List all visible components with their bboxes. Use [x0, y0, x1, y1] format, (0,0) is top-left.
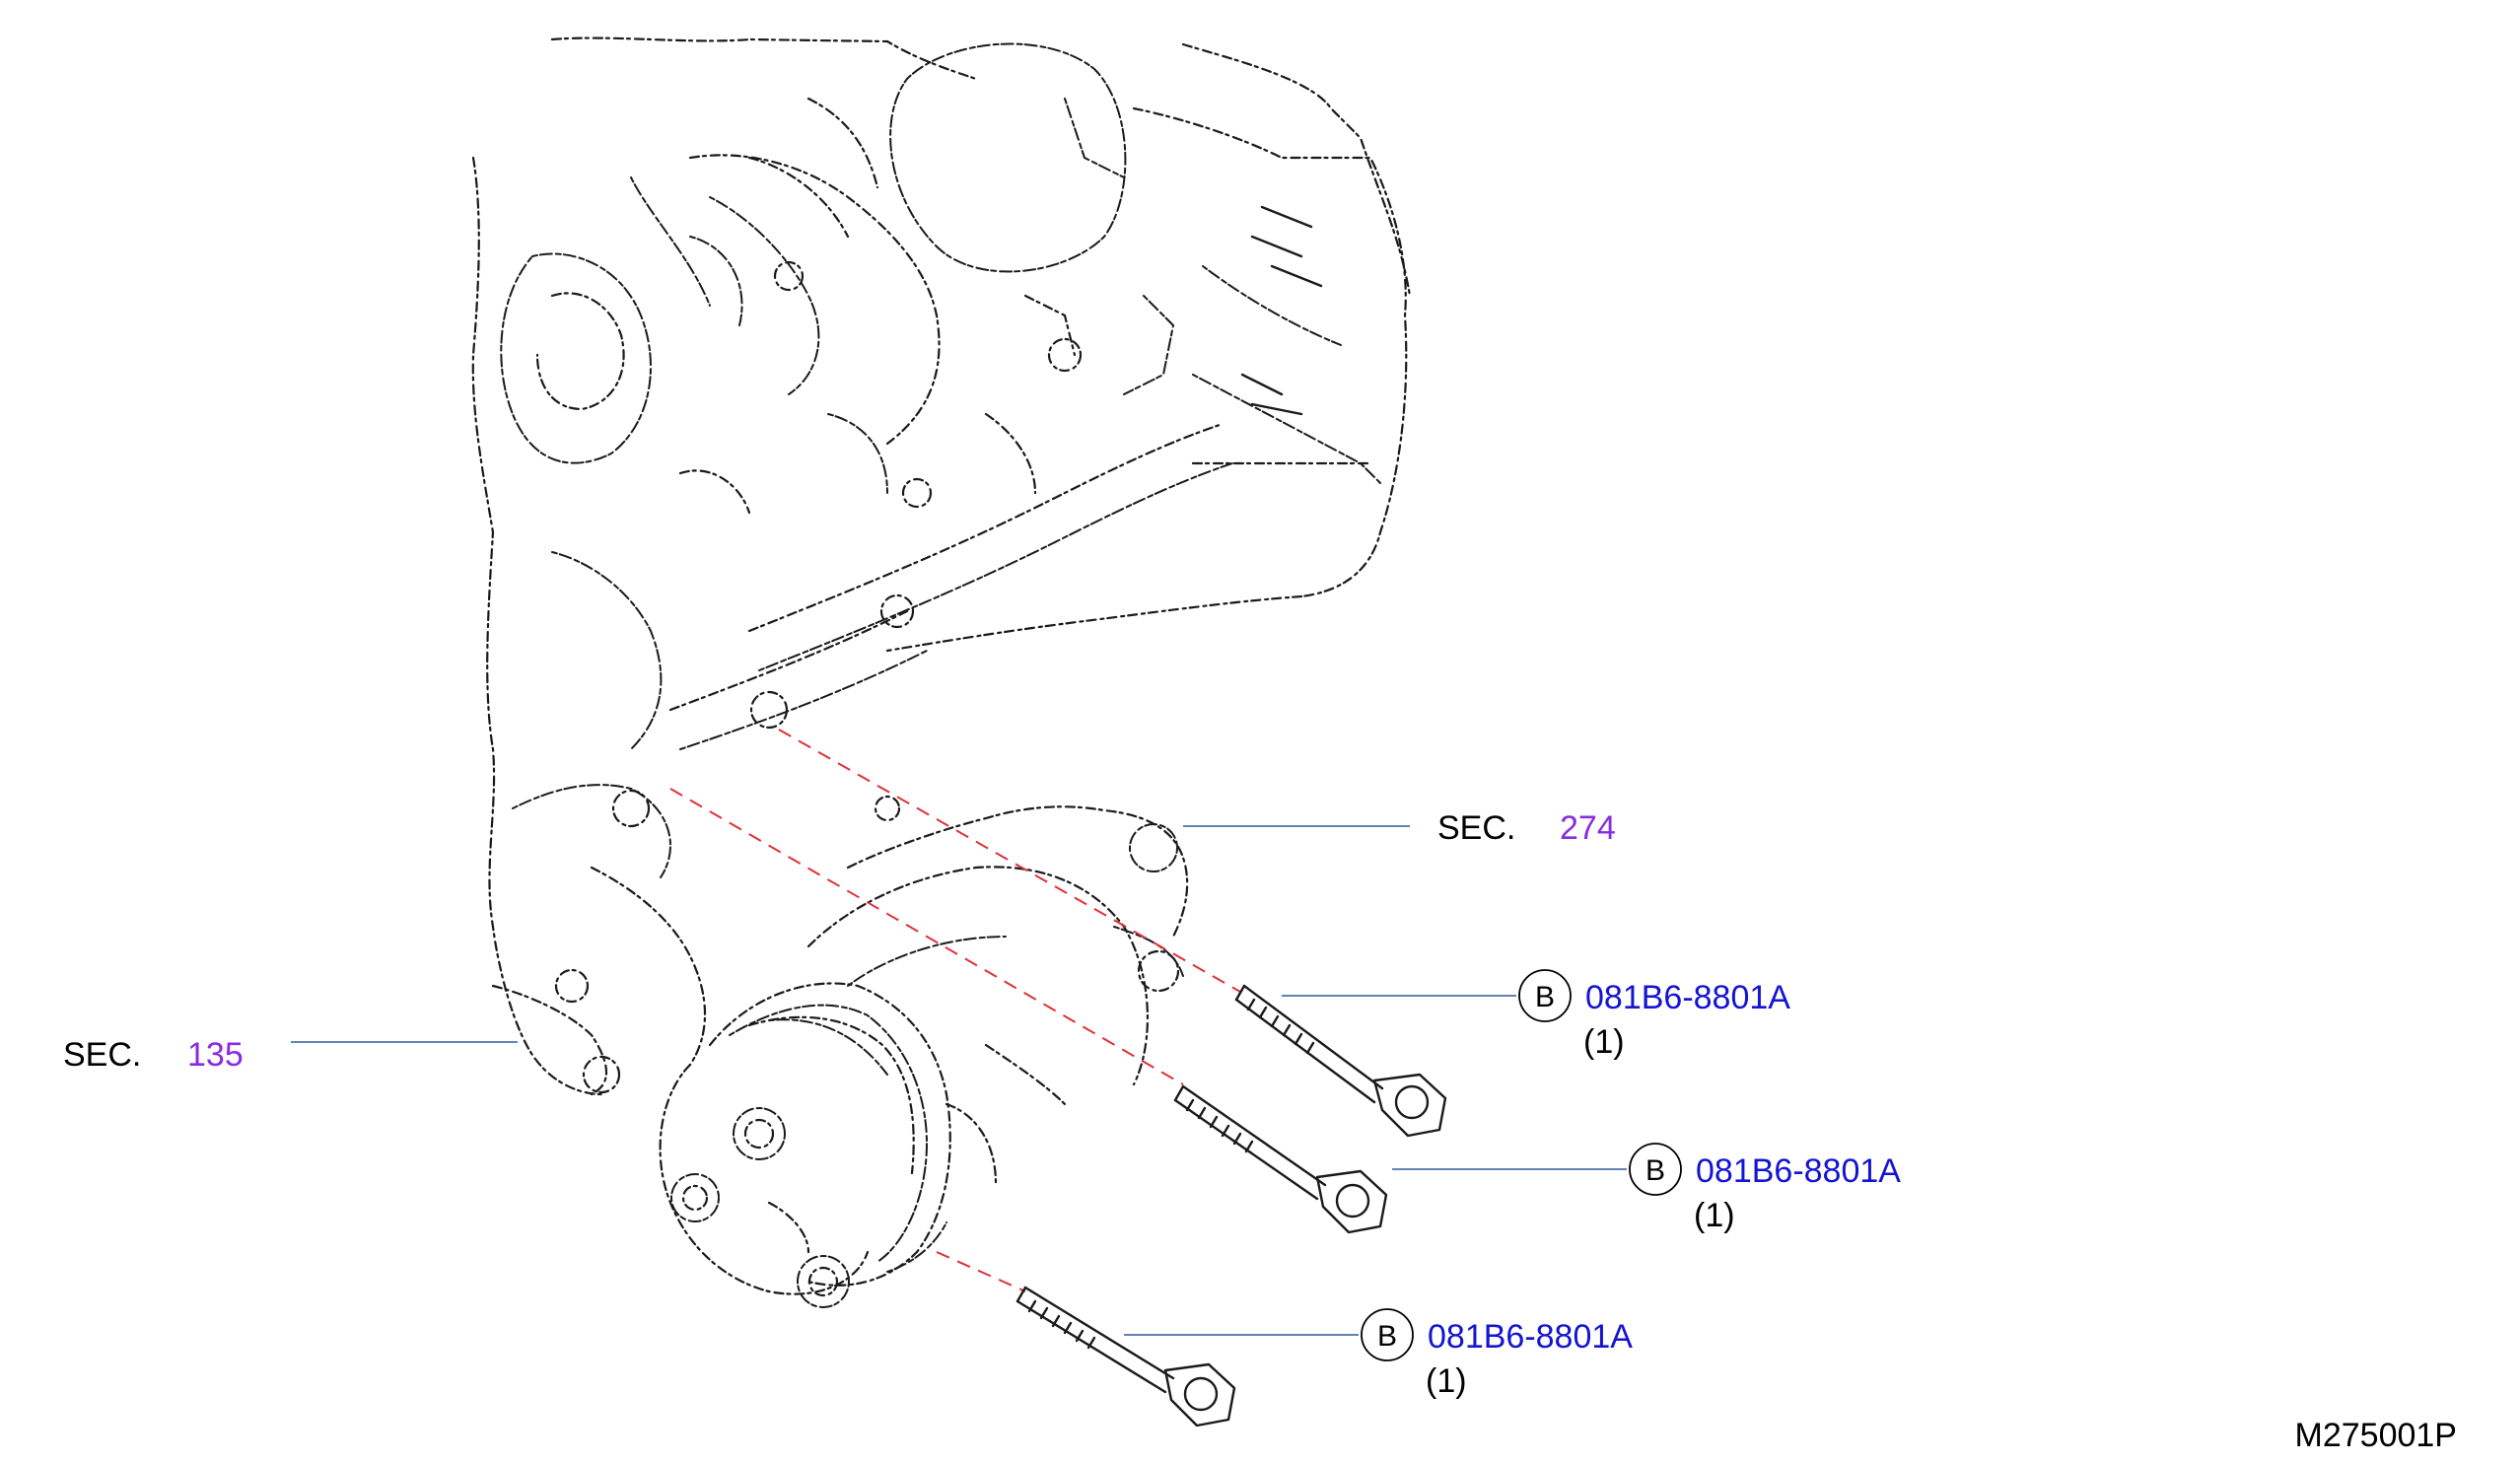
part-quantity: (1) — [1583, 1023, 1625, 1061]
part-quantity: (1) — [1694, 1197, 1735, 1234]
bolt-bottom — [1015, 1286, 1236, 1428]
guide-line-bottom — [936, 1251, 1026, 1292]
part-marker-letter: B — [1645, 1154, 1665, 1187]
sec-ref-prefix: SEC. — [1437, 809, 1515, 847]
part-marker-circle — [1518, 969, 1572, 1022]
part-quantity: (1) — [1426, 1362, 1467, 1400]
sec-ref-number[interactable]: 135 — [187, 1036, 244, 1074]
bolt-guide-lines — [669, 729, 1241, 1292]
leader-lines — [291, 825, 1627, 1336]
part-number-link[interactable]: 081B6-8801A — [1428, 1318, 1633, 1356]
diagram-code: M275001P — [2295, 1417, 2457, 1454]
part-callout-middle[interactable]: B 081B6-8801A (1) — [1629, 1143, 1901, 1234]
part-marker-circle — [1629, 1143, 1682, 1196]
part-callout-bottom[interactable]: B 081B6-8801A (1) — [1361, 1308, 1633, 1400]
sec-ref-number[interactable]: 274 — [1560, 809, 1616, 847]
part-marker-letter: B — [1377, 1320, 1397, 1353]
guide-line-middle — [669, 788, 1184, 1085]
part-number-link[interactable]: 081B6-8801A — [1696, 1152, 1901, 1190]
engine-block-illustration — [471, 36, 1412, 1096]
part-number-link[interactable]: 081B6-8801A — [1585, 979, 1790, 1016]
part-marker-circle — [1361, 1308, 1414, 1361]
sec-ref-274[interactable]: SEC. 274 — [1437, 809, 1616, 847]
sec-ref-135[interactable]: SEC. 135 — [63, 1036, 244, 1074]
bolt-top — [1234, 984, 1447, 1138]
part-callout-top[interactable]: B 081B6-8801A (1) — [1518, 969, 1790, 1061]
guide-line-top — [778, 729, 1241, 993]
bolt-middle — [1173, 1084, 1388, 1234]
part-marker-letter: B — [1535, 981, 1555, 1013]
compressor-illustration — [659, 805, 1189, 1308]
sec-ref-prefix: SEC. — [63, 1036, 141, 1074]
